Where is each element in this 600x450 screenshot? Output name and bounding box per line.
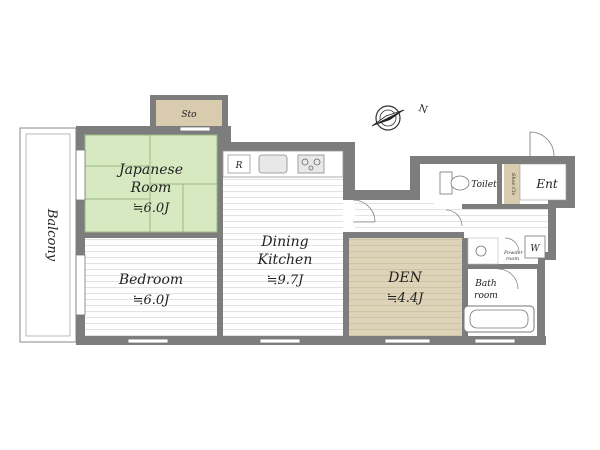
compass-icon: N <box>371 103 429 131</box>
bath-label-2: room <box>474 291 498 301</box>
washer-space <box>524 235 546 259</box>
bedroom-size: ≒6.0J <box>133 293 171 308</box>
powder-room-label-1: Powder <box>503 250 524 256</box>
washer-label: W <box>530 244 540 254</box>
fridge <box>227 154 251 174</box>
fridge-label: R <box>235 161 243 171</box>
japanese-room-size: ≒6.0J <box>133 201 171 216</box>
bedroom: Bedroom ≒6.0J <box>85 238 217 336</box>
compass-north-label: N <box>417 103 429 116</box>
entrance-label: Ent <box>535 177 557 191</box>
toilet-label: Toilet <box>471 180 497 190</box>
storage: Sto <box>150 95 228 128</box>
balcony <box>19 127 77 343</box>
bathroom: Bath room <box>463 269 537 336</box>
powder-room: Powder room W <box>467 235 546 265</box>
windows <box>75 126 516 344</box>
entrance: Ent <box>519 131 567 201</box>
toilet-room: Toilet <box>434 164 497 204</box>
dining-label-1: Dining <box>260 234 308 250</box>
wash-basin-icon <box>475 245 487 257</box>
den-label: DEN <box>387 270 422 286</box>
dining-size: ≒9.7J <box>267 273 305 288</box>
bath-label-1: Bath <box>474 279 496 289</box>
dining-kitchen: R Dining Kitchen ≒9.7J <box>222 150 344 336</box>
bedroom-label: Bedroom <box>118 272 183 288</box>
japanese-room-label-1: Japanese <box>116 162 183 178</box>
powder-room-label-2: room <box>506 256 519 262</box>
den-room: DEN ≒4.4J <box>349 238 462 336</box>
dining-label-2: Kitchen <box>257 252 313 268</box>
shoe-closet-label: Shoe Cls <box>510 173 516 196</box>
balcony-label: Balcony <box>44 208 59 262</box>
toilet-icon <box>450 175 470 191</box>
den-size: ≒4.4J <box>387 291 425 306</box>
doors <box>352 199 520 290</box>
stove-icon <box>297 154 325 174</box>
japanese-room-label-2: Room <box>130 180 172 196</box>
shoe-closet: Shoe Cls <box>504 164 520 204</box>
storage-label: Sto <box>181 110 197 120</box>
sink-icon <box>258 154 288 174</box>
japanese-room: Japanese Room ≒6.0J <box>84 134 218 233</box>
